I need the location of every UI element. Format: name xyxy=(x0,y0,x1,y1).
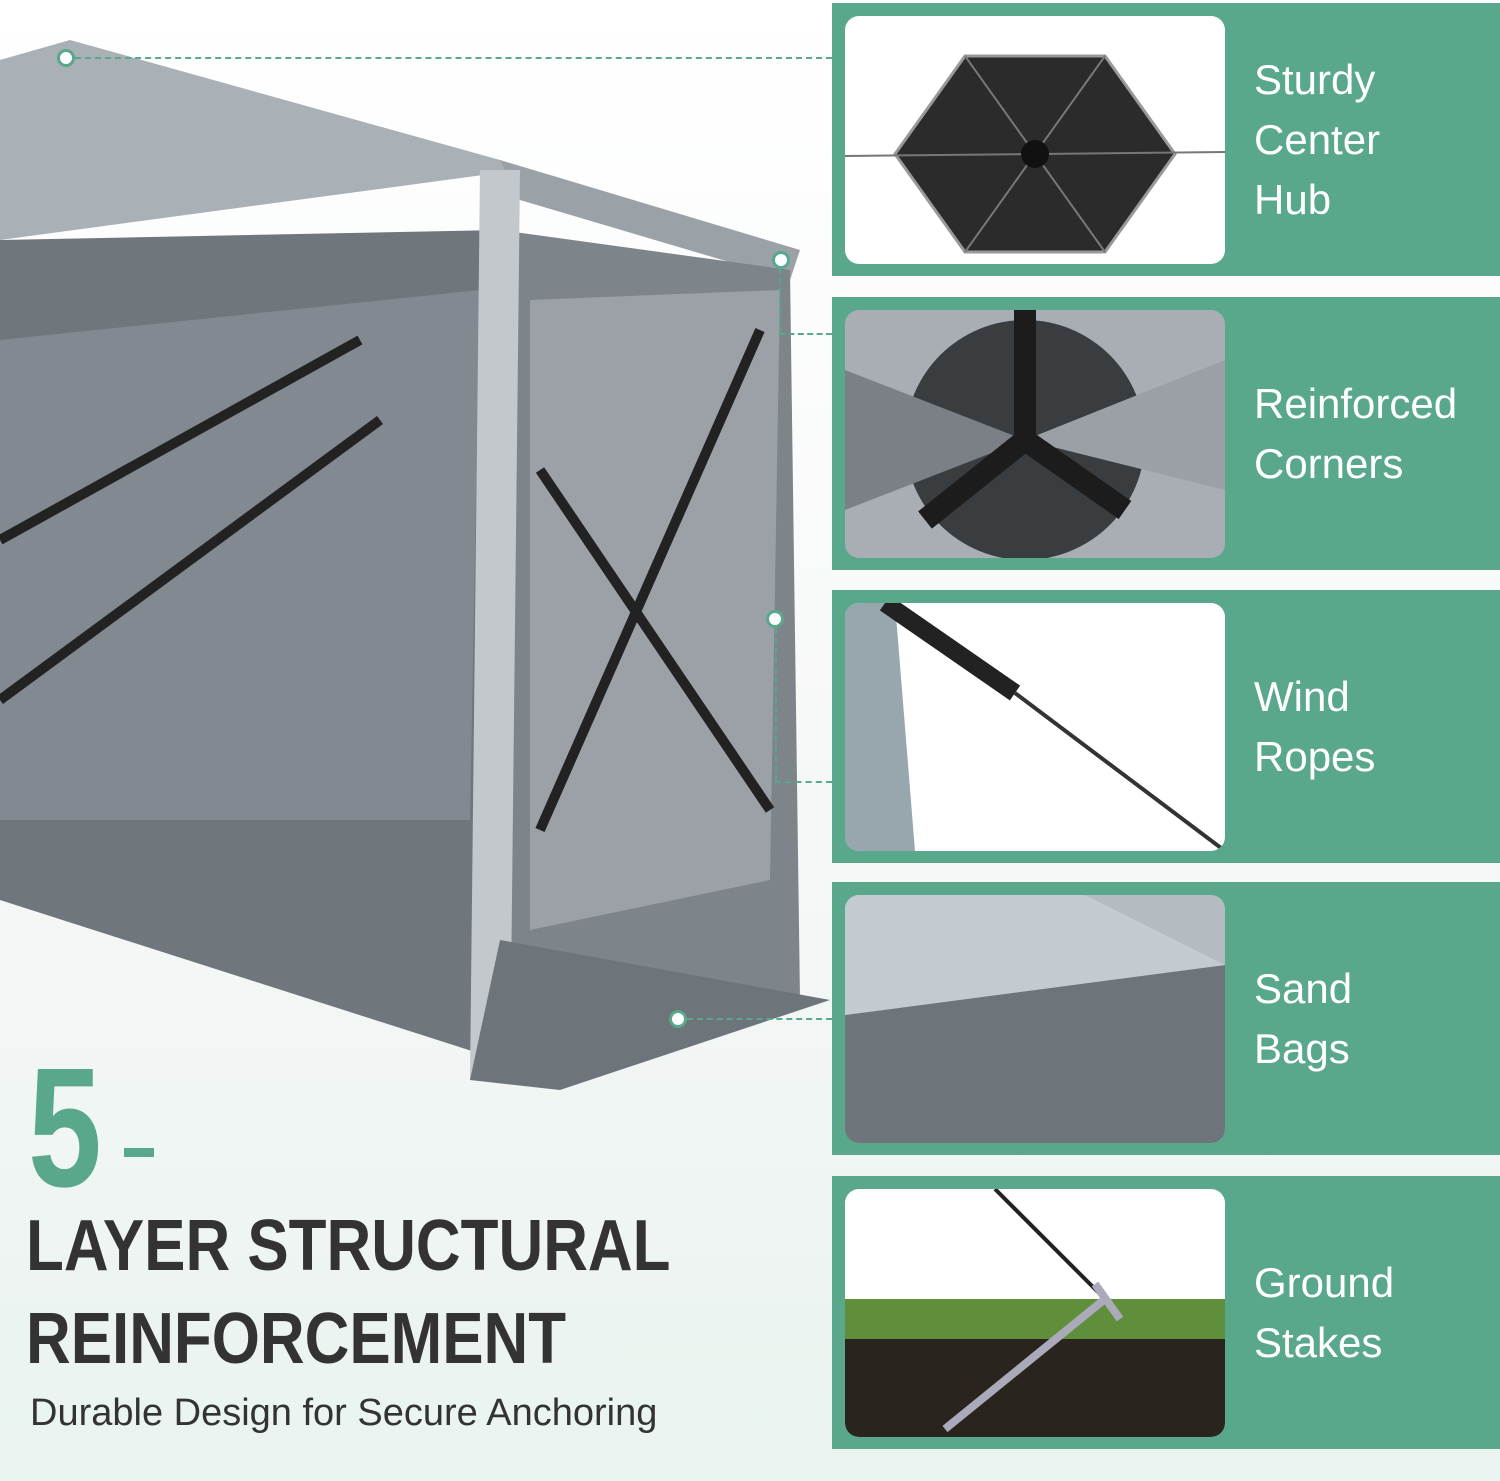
callout-leader xyxy=(775,781,832,783)
feature-sand-bags: Sand Bags xyxy=(832,882,1500,1155)
headline-dash xyxy=(124,1148,154,1157)
feature-label: Sand Bags xyxy=(1254,964,1353,1072)
headline-line-1: LAYER STRUCTURAL xyxy=(26,1206,671,1286)
callout-leader xyxy=(779,333,832,335)
callout-dot xyxy=(669,1010,687,1028)
headline-line-2: REINFORCEMENT xyxy=(26,1299,567,1379)
headline-subtitle: Durable Design for Secure Anchoring xyxy=(30,1392,658,1434)
feature-ground-stakes: Ground Stakes xyxy=(832,1176,1500,1449)
callout-dot xyxy=(766,610,784,628)
callout-leader xyxy=(687,1018,832,1020)
feature-label: Wind Ropes xyxy=(1254,672,1376,780)
wind-rope-photo xyxy=(845,603,1225,851)
callout-leader xyxy=(779,268,781,333)
feature-label: Reinforced Corners xyxy=(1254,379,1458,487)
callout-leader xyxy=(775,628,777,781)
feature-label: Sturdy Center Hub xyxy=(1254,55,1381,223)
callout-leader xyxy=(75,57,832,59)
sand-bag-photo xyxy=(845,895,1225,1143)
feature-center-hub: Sturdy Center Hub xyxy=(832,3,1500,276)
feature-reinforced-corners: Reinforced Corners xyxy=(832,297,1500,570)
callout-dot xyxy=(772,251,790,269)
ground-stake-photo xyxy=(845,1189,1225,1437)
headline-number: 5 xyxy=(28,1033,102,1223)
feature-wind-ropes: Wind Ropes xyxy=(832,590,1500,863)
center-hub-photo xyxy=(845,16,1225,264)
corner-photo xyxy=(845,310,1225,558)
feature-label: Ground Stakes xyxy=(1254,1258,1395,1366)
callout-dot xyxy=(57,49,75,67)
tent-photo xyxy=(0,40,830,1090)
